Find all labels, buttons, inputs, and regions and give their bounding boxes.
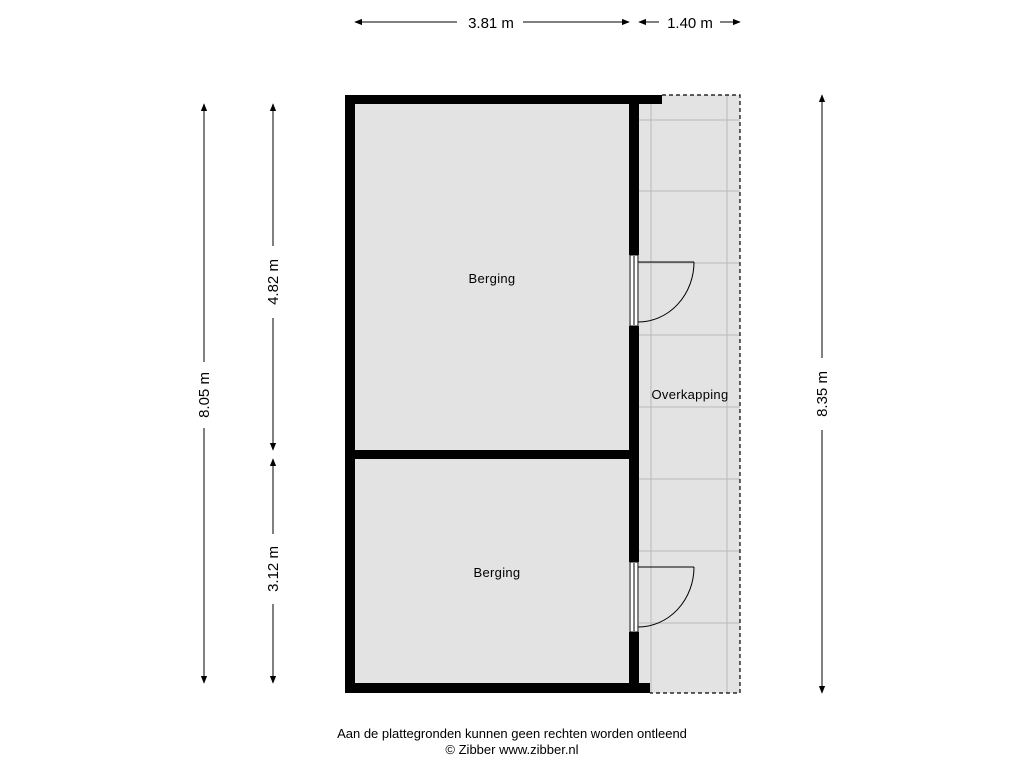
dimension-label-left-lower: 3.12 m xyxy=(265,546,282,592)
dimension-label-left-total: 8.05 m xyxy=(196,372,213,418)
berging-lower-floor xyxy=(355,459,629,683)
dimension-label-left-upper: 4.82 m xyxy=(265,259,282,305)
room-label-berging-upper: Berging xyxy=(469,271,516,286)
door-upper xyxy=(629,254,695,327)
dimension-label-right-total: 8.35 m xyxy=(814,371,831,417)
door-lower xyxy=(629,561,695,633)
dimension-left-upper: 4.82 m xyxy=(265,103,282,451)
dimension-top-left: 3.81 m xyxy=(354,15,630,32)
footer-copyright: © Zibber www.zibber.nl xyxy=(445,742,579,757)
dimension-label-top-right: 1.40 m xyxy=(667,15,713,32)
footer-disclaimer: Aan de plattegronden kunnen geen rechten… xyxy=(337,726,687,741)
dimension-left-total: 8.05 m xyxy=(196,103,213,684)
walls xyxy=(345,95,662,693)
berging-upper-floor xyxy=(355,104,629,450)
dimension-top-right: 1.40 m xyxy=(638,15,741,32)
overkapping-area xyxy=(639,94,741,694)
dimension-right-total: 8.35 m xyxy=(814,94,831,694)
room-label-berging-lower: Berging xyxy=(474,565,521,580)
room-label-overkapping: Overkapping xyxy=(651,387,728,402)
dimension-left-lower: 3.12 m xyxy=(265,458,282,684)
dimension-label-top-left: 3.81 m xyxy=(468,15,514,32)
